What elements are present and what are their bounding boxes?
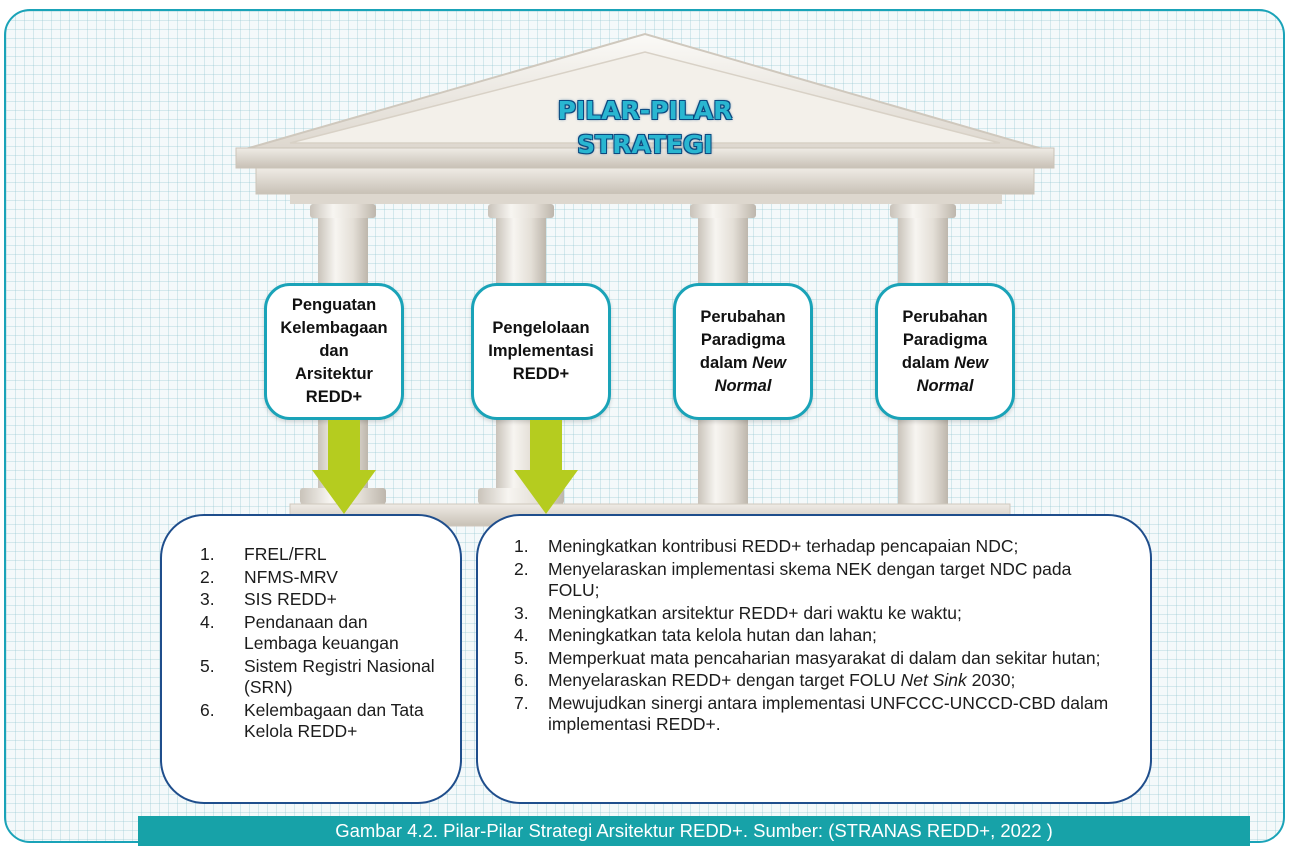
list-item-number: 7. — [514, 692, 529, 713]
pillar-3-italic: Normal — [714, 376, 772, 395]
arrow-down-icon — [312, 420, 376, 514]
list-item-number: 3. — [514, 602, 529, 623]
list-item-text-after: 2030; — [966, 670, 1016, 690]
list-item-text: Menyelaraskan implementasi skema NEK den… — [548, 558, 1072, 601]
arrow-down-icon — [514, 420, 578, 514]
list-item-text-before: Menyelaraskan REDD+ dengan target FOLU — [548, 670, 901, 690]
pillar-label-1: Penguatan Kelembagaan dan Arsitektur RED… — [264, 283, 404, 420]
title-line-1: PILAR-PILAR — [557, 96, 733, 125]
list-item-number: 5. — [514, 647, 529, 668]
diagram-title: PILAR-PILAR STRATEGI — [520, 94, 770, 162]
list-item-text: Meningkatkan kontribusi REDD+ terhadap p… — [548, 536, 1019, 556]
pillar-3-line: Normal — [700, 375, 786, 398]
pillar-1-line: REDD+ — [305, 388, 363, 406]
pillar-label-3: Perubahan Paradigma dalam New Normal — [673, 283, 813, 420]
pillar-4-line: Paradigma — [902, 330, 988, 349]
list-item: 1. Meningkatkan kontribusi REDD+ terhadap… — [514, 536, 1110, 558]
list-item-number: 1. — [514, 536, 529, 556]
pillar-3-plain: dalam — [699, 353, 753, 372]
list-item-number: 4. — [200, 611, 215, 632]
pillar-label-4: Perubahan Paradigma dalam New Normal — [875, 283, 1015, 420]
pillar-4-italic: New — [954, 353, 989, 372]
entablature-bottom — [255, 167, 1035, 195]
figure-caption: Gambar 4.2. Pilar-Pilar Strategi Arsitek… — [138, 816, 1250, 846]
pillar-3-line: Perubahan — [700, 307, 786, 326]
list-item-text: Kelembagaan dan Tata Kelola REDD+ — [244, 699, 424, 742]
list-item-number: 1. — [200, 544, 215, 564]
pillar-4-line: Perubahan — [902, 307, 988, 326]
list-item-number: 6. — [514, 670, 529, 690]
pillar-2-line: Implementasi — [488, 342, 594, 360]
list-item-text: NFMS-MRV — [244, 566, 338, 587]
list-item-number: 6. — [200, 699, 215, 720]
list-item: 4. Meningkatkan tata kelola hutan dan lah… — [514, 625, 1110, 647]
list-item-number: 2. — [200, 566, 215, 587]
pillar-2-line: Pengelolaan — [492, 319, 590, 337]
title-line-2: STRATEGI — [577, 130, 713, 159]
list-item-number: 5. — [200, 655, 215, 676]
pillar-4-italic: Normal — [916, 376, 974, 395]
list-item-text: Sistem Registri Nasional (SRN) — [244, 655, 435, 698]
right-list-box: 1. Meningkatkan kontribusi REDD+ terhadap… — [476, 514, 1152, 804]
list-item-text: Pendanaan dan Lembaga keuangan — [244, 611, 399, 654]
list-item: 7. Mewujudkan sinergi antara implementasi… — [514, 693, 1110, 736]
list-item-text-italic: Net Sink — [900, 670, 967, 690]
list-item: 2. NFMS-MRV — [200, 567, 442, 589]
list-item: 3. SIS REDD+ — [200, 589, 442, 611]
list-item-text: Memperkuat mata pencaharian masyarakat d… — [548, 647, 1101, 668]
list-item: 6. Kelembagaan dan Tata Kelola REDD+ — [200, 700, 442, 743]
pillar-4-line: dalam New — [902, 352, 988, 375]
left-list-box: 1. FREL/FRL 2. NFMS-MRV 3. SIS REDD+ 4. Pend… — [160, 514, 462, 804]
pillar-4-plain: dalam — [901, 353, 955, 372]
list-item-text: Meningkatkan arsitektur REDD+ dari waktu… — [548, 602, 962, 623]
list-item-text: FREL/FRL — [244, 544, 327, 564]
pillar-3-italic: New — [752, 353, 787, 372]
list-item-text: Mewujudkan sinergi antara implementasi U… — [548, 692, 1109, 735]
list-item-number: 3. — [200, 589, 215, 609]
pillar-3-line: dalam New — [700, 352, 786, 375]
list-item-text: Meningkatkan tata kelola hutan dan lahan… — [548, 625, 877, 645]
pillar-1-line: Kelembagaan — [280, 319, 388, 337]
pillar-1-line: Penguatan — [291, 296, 377, 314]
list-item: 1. FREL/FRL — [200, 544, 442, 566]
list-item: 5. Memperkuat mata pencaharian masyarakat… — [514, 648, 1110, 670]
list-item: 3. Meningkatkan arsitektur REDD+ dari wak… — [514, 603, 1110, 625]
pillar-1-line: Arsitektur — [295, 365, 373, 383]
list-item: 2. Menyelaraskan implementasi skema NEK d… — [514, 559, 1110, 602]
pillar-1-line: dan — [319, 342, 349, 360]
right-list: 1. Meningkatkan kontribusi REDD+ terhadap… — [514, 536, 1110, 736]
list-item-text: Menyelaraskan REDD+ dengan target FOLU N… — [548, 670, 1015, 692]
list-item-text: SIS REDD+ — [244, 589, 337, 609]
list-item: 5. Sistem Registri Nasional (SRN) — [200, 656, 442, 699]
list-item: 6. Menyelaraskan REDD+ dengan target FOLU… — [514, 670, 1110, 692]
pillar-3-line: Paradigma — [700, 330, 786, 349]
pillar-label-2: Pengelolaan Implementasi REDD+ — [471, 283, 611, 420]
left-list: 1. FREL/FRL 2. NFMS-MRV 3. SIS REDD+ 4. Pend… — [200, 544, 442, 743]
list-item: 4. Pendanaan dan Lembaga keuangan — [200, 612, 442, 655]
pillar-2-line: REDD+ — [512, 365, 570, 383]
pillar-4-line: Normal — [902, 375, 988, 398]
list-item-number: 4. — [514, 625, 529, 645]
list-item-number: 2. — [514, 558, 529, 579]
